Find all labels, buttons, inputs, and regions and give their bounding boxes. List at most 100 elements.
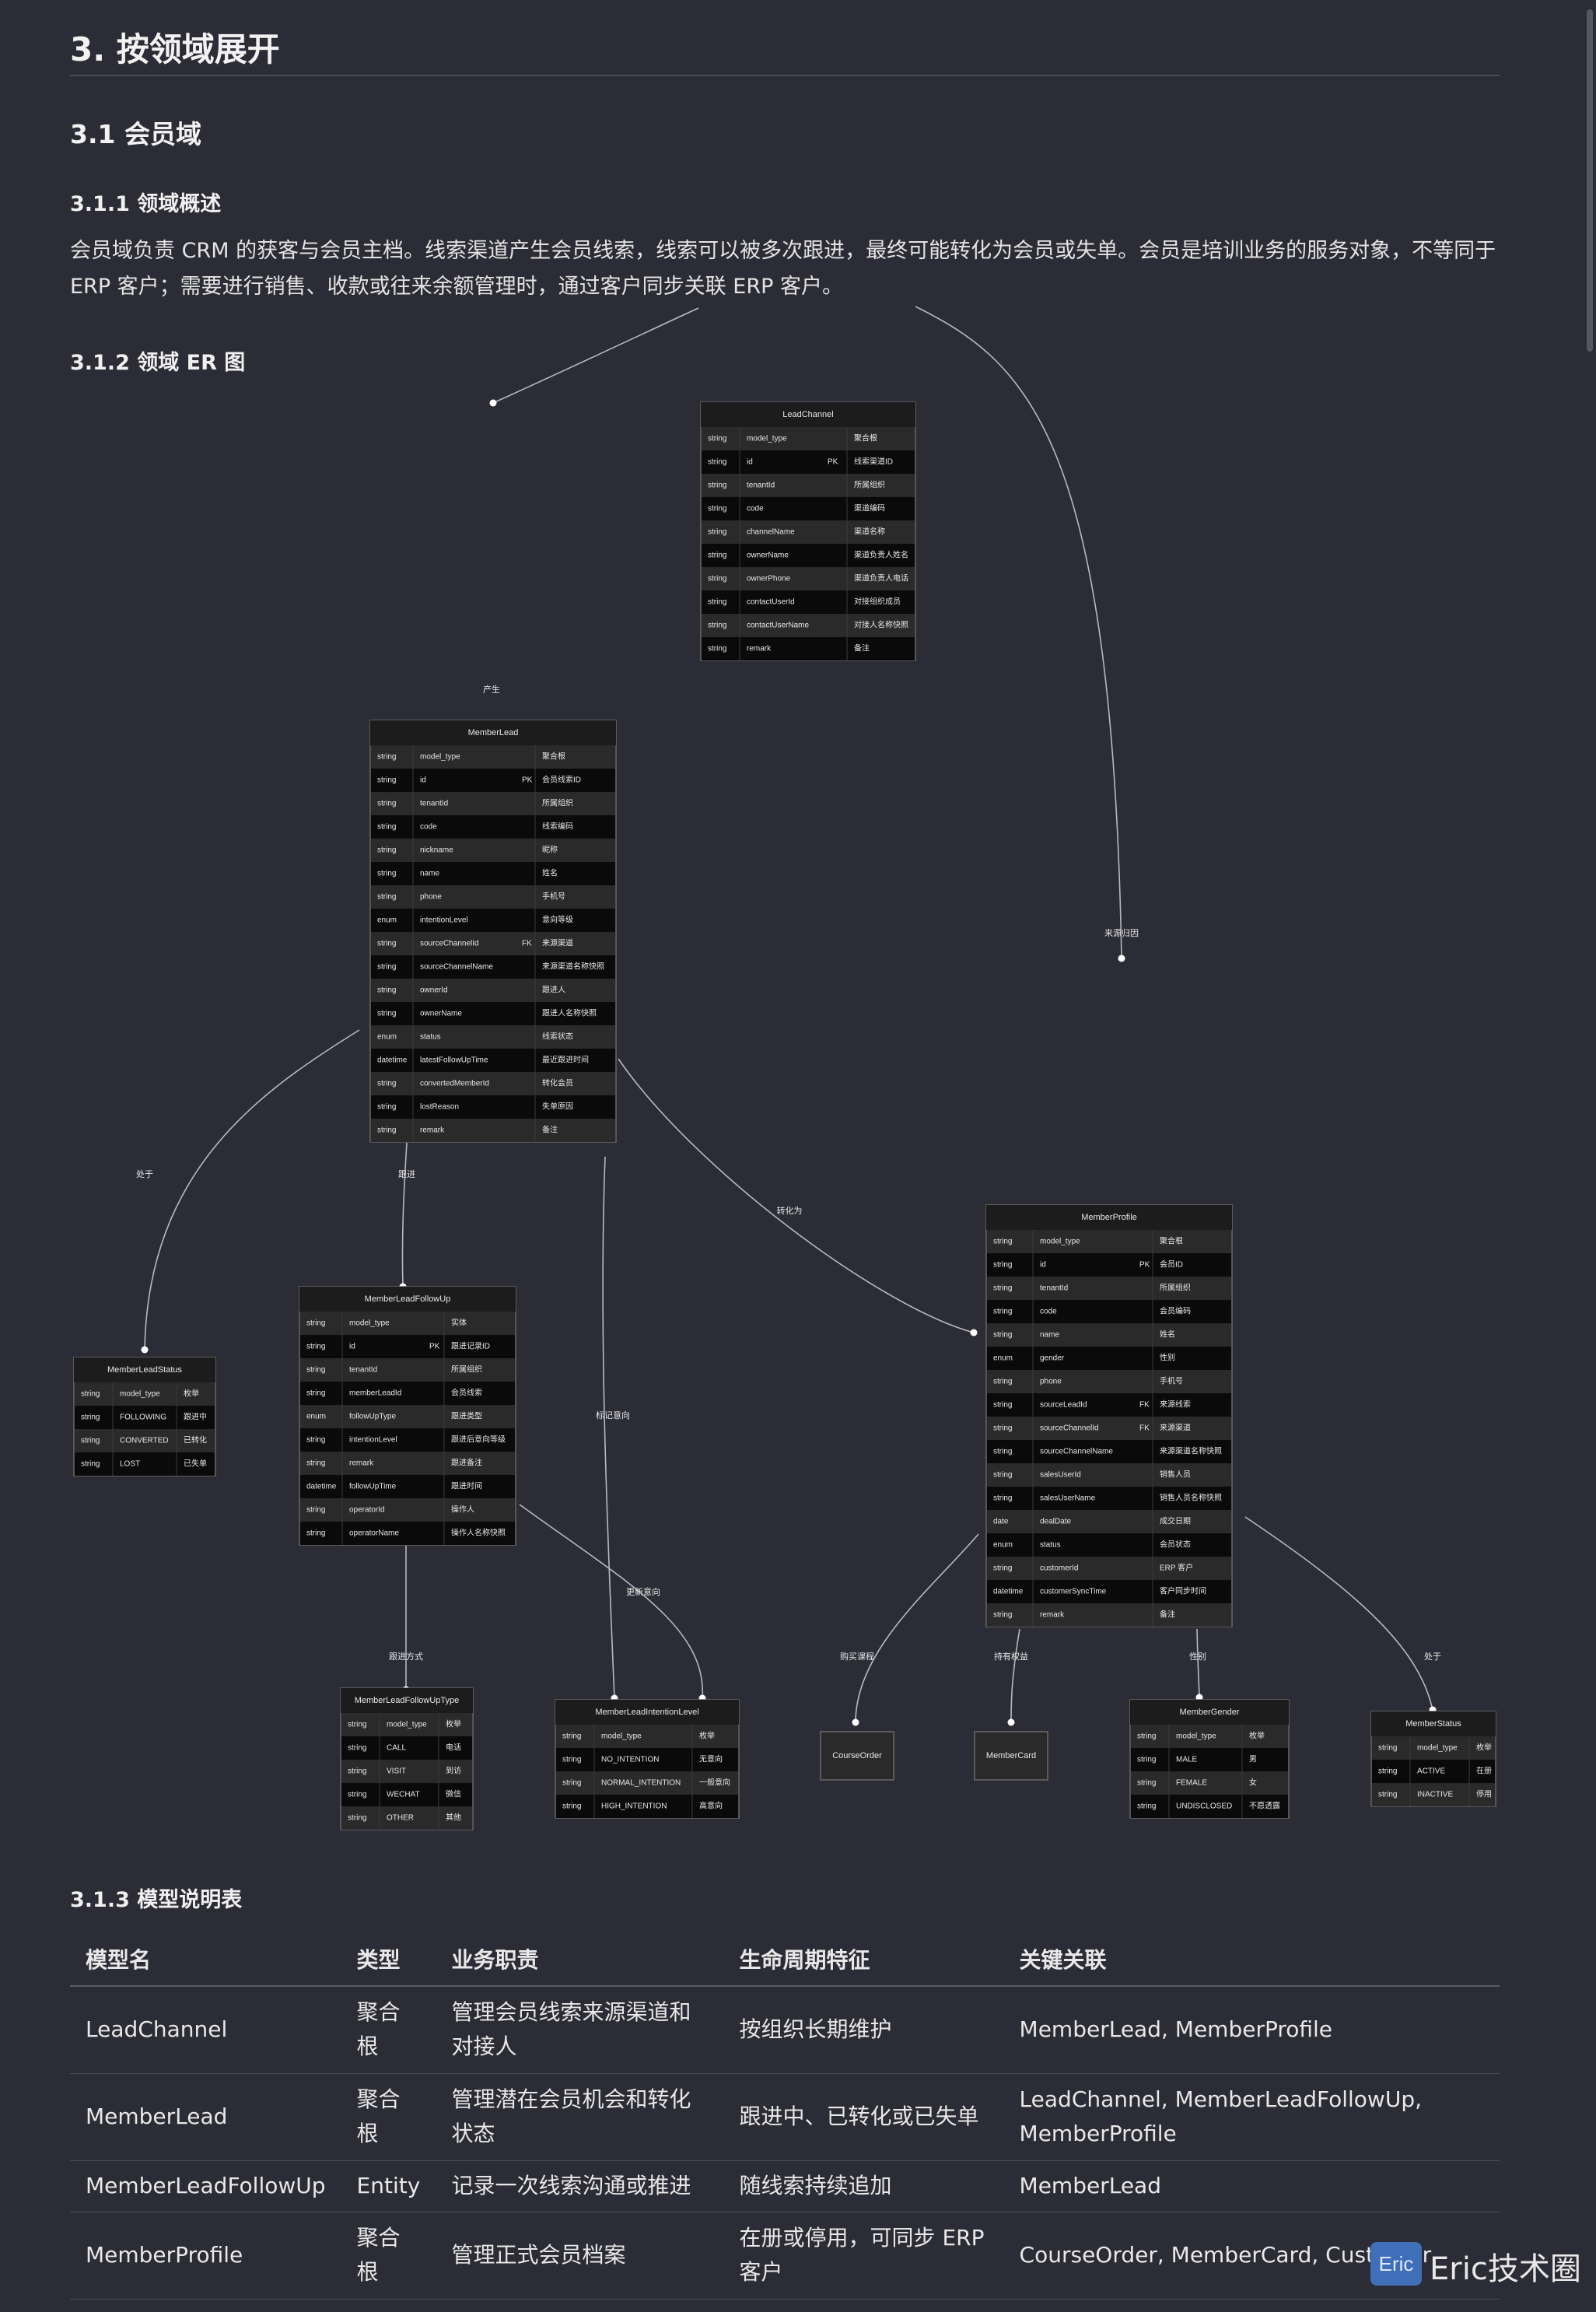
entity-row bbox=[1372, 1760, 1495, 1783]
entity-cell: 对接组织成员 bbox=[854, 597, 901, 607]
entity-cell: remark bbox=[747, 645, 772, 653]
entity-cell: FK bbox=[522, 940, 532, 948]
entity-row bbox=[987, 1463, 1231, 1487]
entity-cell: NO_INTENTION bbox=[601, 1756, 659, 1764]
entity-cell: gender bbox=[1040, 1354, 1065, 1363]
entity-row bbox=[1372, 1783, 1495, 1806]
cell: MemberLead bbox=[1003, 2160, 1500, 2212]
entity-cell: string bbox=[1137, 1802, 1156, 1811]
entity-cell: VISIT bbox=[387, 1767, 406, 1776]
relation-line bbox=[401, 1142, 408, 1287]
relation-line bbox=[1010, 1628, 1020, 1723]
entity-cell: 所属组织 bbox=[1160, 1283, 1191, 1293]
entity-cell: 备注 bbox=[1160, 1610, 1175, 1620]
entity-cell: 所属组织 bbox=[542, 798, 573, 808]
entity-row bbox=[371, 839, 615, 862]
entity-row bbox=[987, 1557, 1231, 1580]
entity-title: MemberLeadStatus bbox=[107, 1365, 182, 1375]
entity-cell: string bbox=[306, 1506, 325, 1515]
relation-end-marker bbox=[970, 1329, 978, 1336]
entity-row bbox=[556, 1771, 738, 1795]
table-heading: 3.1.3 模型说明表 bbox=[70, 1888, 243, 1912]
entity-cell: string bbox=[377, 870, 396, 878]
entity-cell: string bbox=[1378, 1791, 1397, 1799]
entity-title: CourseOrder bbox=[832, 1751, 882, 1760]
entity-cell: status bbox=[420, 1033, 441, 1042]
entity-row bbox=[702, 614, 915, 637]
entity-cell: 实体 bbox=[451, 1318, 467, 1328]
entity-row bbox=[341, 1806, 472, 1830]
entity-row bbox=[987, 1510, 1231, 1533]
entity-cell: name bbox=[1040, 1331, 1059, 1340]
entity-cell: 跟进后意向等级 bbox=[451, 1434, 506, 1445]
entity-row bbox=[702, 474, 915, 497]
entity-cell: string bbox=[993, 1238, 1012, 1246]
entity-cell: string bbox=[306, 1389, 325, 1398]
entity-cell: ownerName bbox=[420, 1010, 462, 1018]
entity-cell: ownerId bbox=[420, 986, 448, 995]
cell: 在册或停用，可同步 ERP 客户 bbox=[723, 2212, 1004, 2300]
entity-cell: 电话 bbox=[446, 1743, 461, 1753]
entity-row bbox=[75, 1382, 215, 1406]
entity-cell: 销售人员 bbox=[1160, 1470, 1191, 1480]
entity-cell: CONVERTED bbox=[120, 1437, 169, 1445]
entity-title: MemberCard bbox=[986, 1751, 1036, 1760]
entity-cell: string bbox=[348, 1721, 366, 1729]
entity-cell: 渠道负责人电话 bbox=[854, 573, 908, 583]
entity-cell: remark bbox=[1040, 1611, 1065, 1620]
entity-box bbox=[820, 1731, 894, 1781]
entity-cell: PK bbox=[1139, 1261, 1150, 1270]
cell: MemberLeadFollowUp bbox=[70, 2160, 341, 2212]
entity-cell: PK bbox=[429, 1343, 440, 1351]
entity-cell: string bbox=[562, 1756, 581, 1764]
entity-cell: 会员线索ID bbox=[542, 775, 581, 785]
entity-cell: string bbox=[708, 505, 726, 513]
cell: 管理正式会员档案 bbox=[436, 2212, 724, 2300]
col-relations: 关键关联 bbox=[1003, 1932, 1500, 1987]
entity-cell: 所属组织 bbox=[451, 1364, 482, 1375]
relation-label: 跟进 bbox=[398, 1169, 415, 1179]
entity-cell: convertedMemberId bbox=[420, 1080, 489, 1088]
entity-cell: 姓名 bbox=[1160, 1329, 1175, 1340]
relation-label: 产生 bbox=[483, 684, 500, 695]
entity-cell: tenantId bbox=[1040, 1284, 1068, 1293]
table-row: MemberLead 聚合根 管理潜在会员机会和转化状态 跟进中、已转化或已失单… bbox=[70, 2073, 1500, 2161]
entity-row bbox=[987, 1230, 1231, 1253]
entity-cell: 手机号 bbox=[1160, 1376, 1183, 1386]
entity-cell: code bbox=[420, 823, 437, 832]
cell: LeadChannel, MemberLeadFollowUp, MemberP… bbox=[1003, 2073, 1500, 2161]
relation-line bbox=[144, 1029, 360, 1350]
entity-title: LeadChannel bbox=[782, 410, 833, 419]
entity-cell: followUpTime bbox=[349, 1483, 397, 1491]
entity-cell: 意向等级 bbox=[542, 915, 573, 925]
entity-cell: model_type bbox=[1040, 1238, 1080, 1246]
entity-row bbox=[702, 520, 915, 544]
relation-label: 来源归因 bbox=[1104, 927, 1139, 938]
relation-end-marker bbox=[1007, 1718, 1015, 1726]
title-divider bbox=[70, 75, 1500, 76]
entity-cell: string bbox=[708, 645, 726, 653]
entity-cell: string bbox=[993, 1564, 1012, 1573]
entity-cell: string bbox=[708, 528, 726, 537]
relations-layer: 产生来源归因处于跟进转化为标记意向更新意向跟进方式购买课程持有权益性别处于 bbox=[136, 306, 1441, 1726]
entity-cell: sourceChannelName bbox=[1040, 1448, 1113, 1456]
entity-cell: datetime bbox=[377, 1056, 408, 1065]
page-scrollbar[interactable] bbox=[1587, 9, 1593, 352]
entity-cell: string bbox=[993, 1284, 1012, 1293]
entity-row bbox=[987, 1533, 1231, 1557]
entity-cell: operatorName bbox=[349, 1529, 399, 1538]
entity-cell: 操作人 bbox=[451, 1505, 474, 1515]
relation-end-marker bbox=[1118, 955, 1125, 962]
subsection-title: 3.1 会员域 bbox=[70, 119, 201, 149]
entity-cell: 会员状态 bbox=[1160, 1540, 1191, 1550]
entity-row bbox=[371, 1095, 615, 1119]
entity-row bbox=[371, 1072, 615, 1095]
entity-row bbox=[702, 637, 915, 660]
entity-cell: 男 bbox=[1249, 1755, 1257, 1764]
entity-row bbox=[300, 1312, 515, 1335]
entity-row bbox=[371, 932, 615, 955]
entity-row bbox=[75, 1429, 215, 1452]
entity-cell: contactUserId bbox=[747, 598, 795, 607]
